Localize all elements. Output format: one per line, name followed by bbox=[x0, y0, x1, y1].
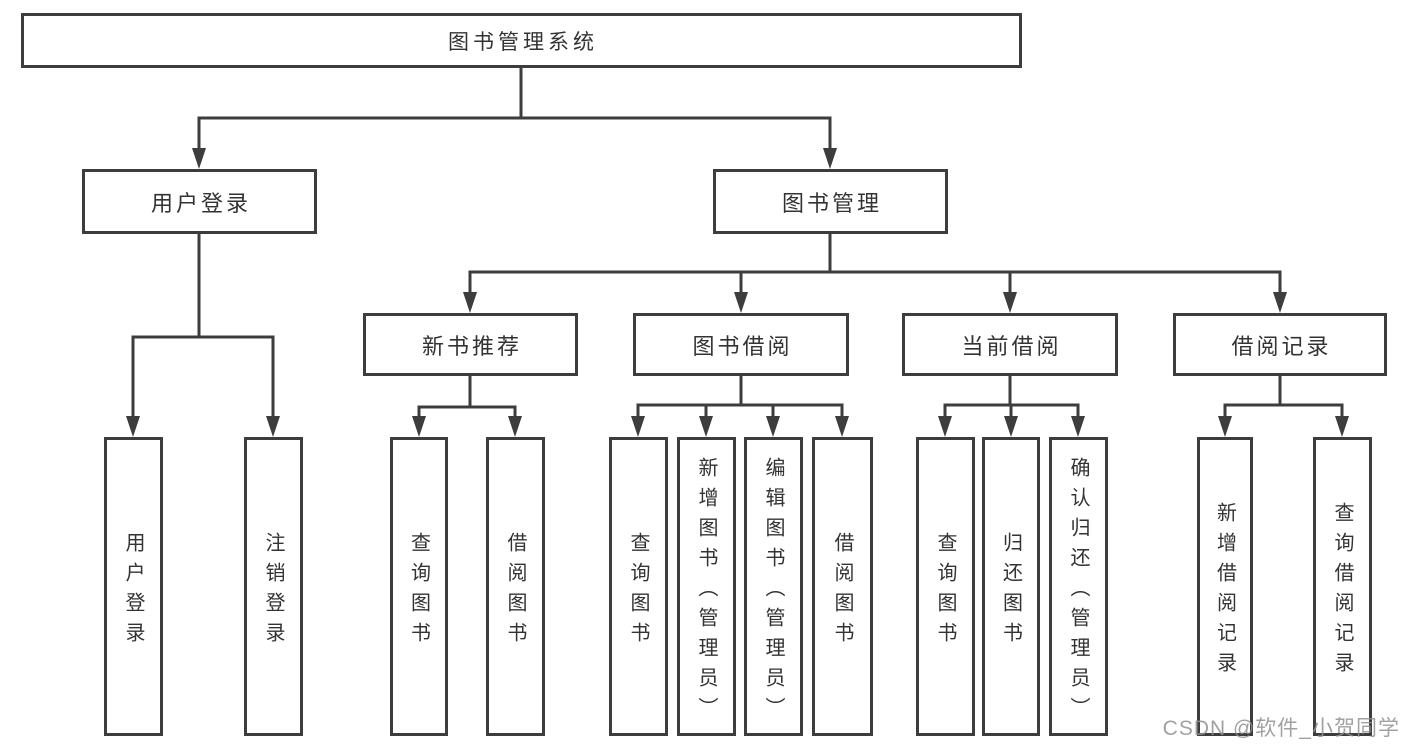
node-borrow-records-label: 借阅记录 bbox=[1231, 333, 1332, 359]
leaf-newbooks-query-books: 查询图书 bbox=[390, 437, 448, 736]
node-book-management-label: 图书管理 bbox=[781, 190, 882, 216]
leaf-borrow-borrow-books: 借阅图书 bbox=[812, 437, 873, 736]
leaf-label: 查询借阅记录 bbox=[1331, 501, 1353, 682]
leaf-label: 新增借阅记录 bbox=[1213, 501, 1236, 682]
leaf-label: 借阅图书 bbox=[831, 531, 853, 652]
node-book-borrow-label: 图书借阅 bbox=[692, 333, 793, 359]
node-new-book-recommend-label: 新书推荐 bbox=[421, 333, 522, 359]
node-root: 图书管理系统 bbox=[21, 13, 1022, 68]
watermark: CSDN @软件_小贺同学 bbox=[1162, 717, 1400, 740]
node-borrow-records: 借阅记录 bbox=[1173, 313, 1387, 376]
leaf-label: 注销登录 bbox=[262, 531, 284, 652]
leaf-label: 查询图书 bbox=[934, 531, 956, 652]
node-user-login: 用户登录 bbox=[82, 169, 317, 234]
node-current-borrow: 当前借阅 bbox=[902, 313, 1118, 376]
leaf-current-query-books: 查询图书 bbox=[916, 437, 975, 736]
leaf-current-return-books: 归还图书 bbox=[982, 437, 1040, 736]
leaf-label: 用户登录 bbox=[122, 531, 144, 652]
leaf-borrow-query-books: 查询图书 bbox=[609, 437, 668, 736]
leaf-records-add-record: 新增借阅记录 bbox=[1197, 437, 1253, 736]
leaf-records-query-record: 查询借阅记录 bbox=[1313, 437, 1372, 736]
leaf-borrow-edit-books-admin: 编辑图书（管理员） bbox=[744, 437, 803, 736]
leaf-user-login: 用户登录 bbox=[104, 437, 163, 736]
leaf-borrow-add-books-admin: 新增图书（管理员） bbox=[677, 437, 736, 736]
leaf-label: 归还图书 bbox=[999, 531, 1022, 652]
leaf-current-confirm-return-admin: 确认归还（管理员） bbox=[1049, 437, 1108, 736]
node-book-borrow: 图书借阅 bbox=[633, 313, 849, 376]
node-root-label: 图书管理系统 bbox=[448, 30, 598, 54]
leaf-label: 查询图书 bbox=[407, 531, 430, 652]
node-book-management: 图书管理 bbox=[713, 169, 948, 234]
leaf-label: 编辑图书（管理员） bbox=[762, 456, 784, 727]
node-user-login-label: 用户登录 bbox=[150, 190, 251, 216]
leaf-label: 新增图书（管理员） bbox=[695, 456, 717, 727]
node-current-borrow-label: 当前借阅 bbox=[961, 333, 1062, 359]
leaf-label: 借阅图书 bbox=[504, 531, 526, 652]
leaf-logout: 注销登录 bbox=[244, 437, 303, 736]
leaf-label: 确认归还（管理员） bbox=[1067, 456, 1089, 727]
leaf-newbooks-borrow-books: 借阅图书 bbox=[486, 437, 545, 736]
leaf-label: 查询图书 bbox=[627, 531, 649, 652]
node-new-book-recommend: 新书推荐 bbox=[363, 313, 578, 376]
